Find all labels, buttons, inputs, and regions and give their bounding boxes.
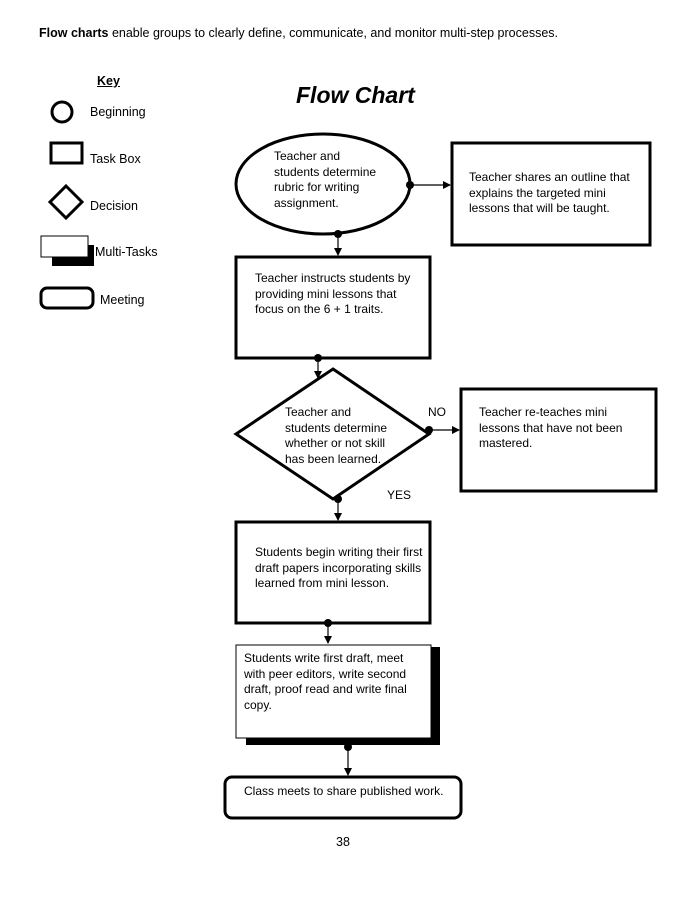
instruct-node-text: Teacher instructs students by providing … (255, 271, 411, 316)
draft-box (234, 520, 432, 625)
outline-box (450, 141, 652, 247)
key-label-meeting: Meeting (100, 293, 145, 307)
key-title: Key (97, 74, 120, 88)
start-node-text: Teacher and students determine rubric fo… (274, 149, 377, 210)
page-number: 38 (336, 835, 350, 849)
outline-node-text: Teacher shares an outline that explains … (469, 170, 630, 215)
decision-node-text: Teacher and students determine whether o… (285, 405, 388, 466)
multitask-box (235, 644, 440, 745)
reteach-box (459, 387, 658, 493)
key-label-beginning: Beginning (90, 105, 146, 119)
key-label-multi-tasks: Multi-Tasks (95, 245, 158, 259)
intro-bold: Flow charts (39, 26, 109, 40)
meeting-node-text: Class meets to share published work. (244, 784, 444, 798)
key-rounded-rectangle-icon (39, 286, 95, 310)
decision-diamond (233, 367, 432, 501)
chart-title: Flow Chart (296, 82, 415, 108)
key-label-task-box: Task Box (90, 152, 141, 166)
intro-text: Flow charts enable groups to clearly def… (39, 26, 558, 40)
connector-dots (314, 181, 433, 751)
meeting-box (223, 775, 463, 820)
draft-node-text: Students begin writing their first draft… (255, 545, 423, 590)
key-circle-icon (50, 100, 74, 124)
reteach-node-text: Teacher re-teaches mini lessons that hav… (479, 405, 623, 450)
key-multi-task-icon (40, 235, 94, 266)
key-rectangle-icon (49, 141, 84, 165)
key-diamond-icon (47, 183, 85, 221)
key-label-decision: Decision (90, 199, 138, 213)
no-label: NO (428, 405, 446, 419)
yes-label: YES (387, 488, 412, 502)
intro-rest: enable groups to clearly define, communi… (108, 26, 558, 40)
multitask-node-text: Students write first draft, meet with pe… (244, 651, 407, 712)
instruct-box (234, 255, 432, 360)
